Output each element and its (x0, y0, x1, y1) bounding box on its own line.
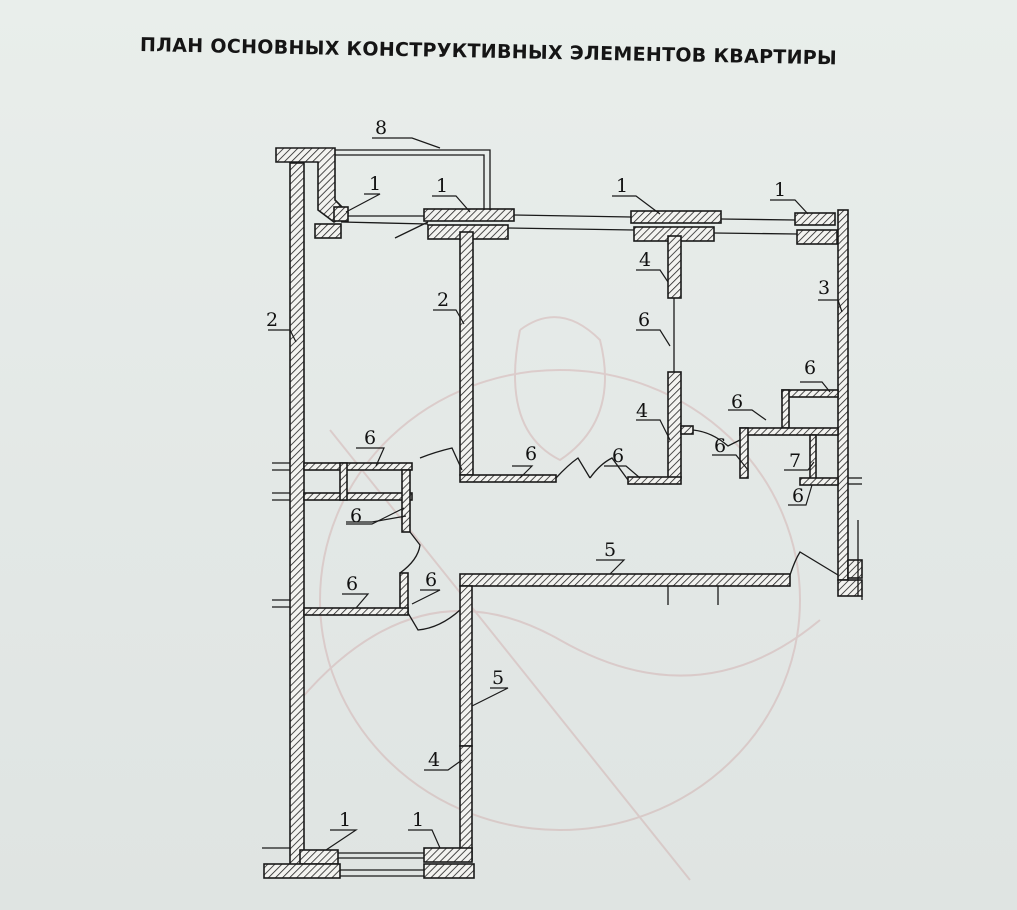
pier-bottom-left (299, 849, 339, 865)
label-8: 8 (375, 117, 387, 139)
pier-1-top (333, 206, 349, 222)
label-6: 6 (364, 427, 376, 449)
label-6: 6 (350, 505, 362, 527)
label-4: 4 (639, 249, 651, 271)
partition-6-hall (303, 607, 409, 616)
label-5: 5 (604, 539, 616, 561)
label-6: 6 (804, 357, 816, 379)
bottom-slab-right (423, 863, 475, 879)
door-swing-2 (555, 457, 591, 479)
label-6: 6 (731, 391, 743, 413)
wall-5-horizontal (459, 573, 791, 587)
pier-bottom-right (423, 847, 473, 863)
bath-right-v (781, 389, 790, 429)
element-labels: 8 1 1 1 1 1 1 2 2 3 4 4 4 5 5 6 6 6 6 6 … (266, 117, 830, 831)
bath-partition-v2 (401, 469, 411, 533)
door-swing-6 (407, 609, 461, 631)
label-2: 2 (437, 289, 449, 311)
label-6: 6 (638, 309, 650, 331)
bottom-slab-left (263, 863, 341, 879)
exterior-wall-right (837, 209, 849, 581)
wall-4-upper (667, 235, 682, 299)
label-1: 1 (339, 809, 351, 831)
label-6: 6 (714, 435, 726, 457)
partition-6-b (627, 476, 682, 485)
label-6: 6 (425, 569, 437, 591)
pier-4-bottom (796, 229, 838, 245)
wall-4-lower (459, 745, 473, 861)
loggia-corner (275, 147, 350, 223)
label-2: 2 (266, 309, 278, 331)
pier-1-bottom (314, 223, 342, 239)
door-swing-3 (589, 457, 629, 481)
loggia-rail (335, 149, 491, 210)
label-6: 6 (612, 445, 624, 467)
bath-partition-v1 (339, 462, 348, 501)
bath-partition-v3 (399, 572, 409, 614)
label-5: 5 (492, 667, 504, 689)
wall-4-middle (667, 371, 682, 479)
bath-right-v2 (739, 427, 749, 479)
label-6: 6 (792, 485, 804, 507)
label-1: 1 (616, 175, 628, 197)
label-1: 1 (436, 175, 448, 197)
right-stub-2 (837, 579, 863, 597)
label-7: 7 (789, 450, 801, 472)
label-1: 1 (412, 809, 424, 831)
door-swing-7 (789, 551, 839, 576)
partition-6-a (459, 474, 557, 483)
bath-right-mid (739, 427, 839, 436)
label-1: 1 (369, 173, 381, 195)
bath-right-bottom (799, 477, 839, 486)
label-6: 6 (346, 573, 358, 595)
watermark (299, 316, 821, 881)
thin-lines (262, 149, 863, 877)
bath-right-v3 (809, 434, 817, 481)
exterior-wall-left (289, 162, 305, 866)
door-swing-4 (692, 429, 741, 447)
pier-3-top (630, 210, 722, 224)
bath-partition-2 (303, 492, 413, 501)
label-6: 6 (525, 443, 537, 465)
label-4: 4 (428, 749, 440, 771)
bath-partition-1 (303, 462, 413, 471)
door-swing-5 (399, 531, 421, 574)
leader-lines (268, 137, 843, 851)
right-stub (847, 559, 863, 579)
label-1: 1 (774, 179, 786, 201)
load-wall-2 (459, 231, 474, 476)
door-swing-1 (419, 447, 463, 471)
label-3: 3 (818, 277, 830, 299)
small-pier (680, 425, 694, 435)
pier-4-top (794, 212, 836, 226)
wall-5-vertical (459, 585, 473, 747)
label-4: 4 (636, 400, 648, 422)
